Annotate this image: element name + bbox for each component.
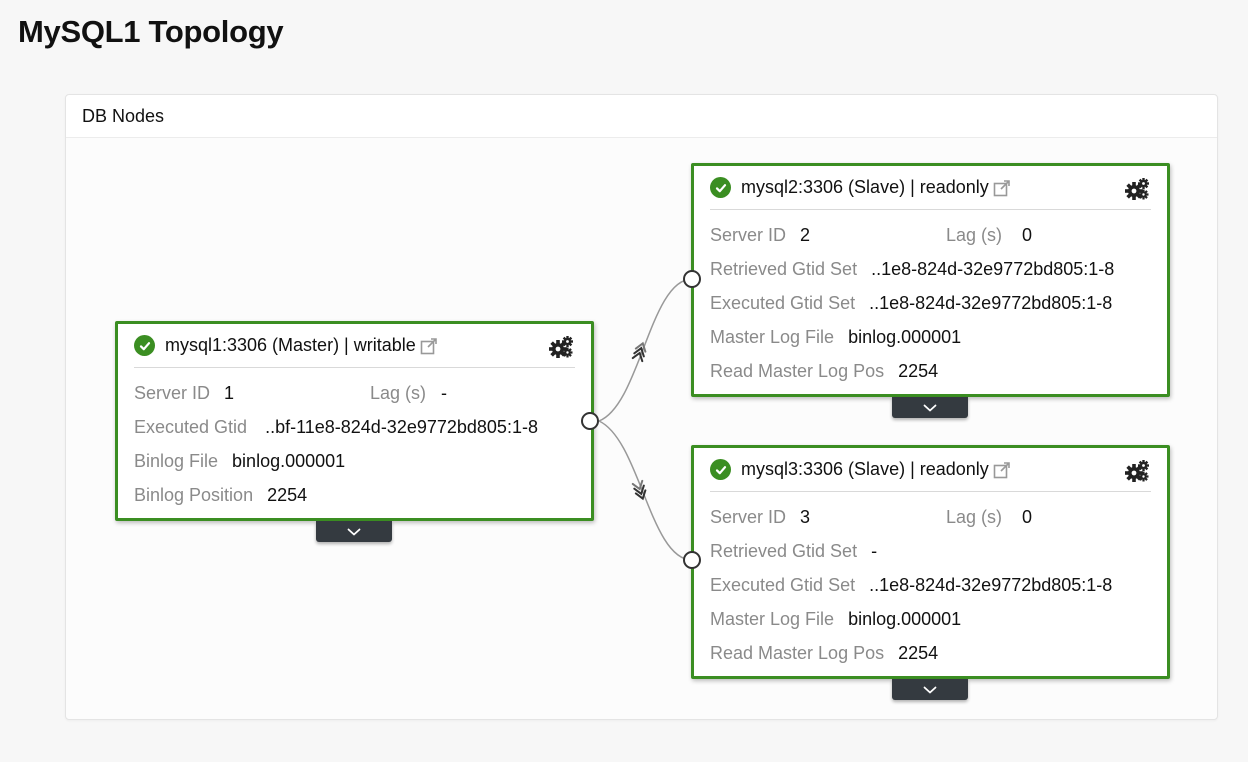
node-mysql2: mysql2:3306 (Slave) | readonly Server ID… xyxy=(691,163,1170,397)
input-port-mysql2[interactable] xyxy=(683,270,701,288)
check-circle-icon xyxy=(710,177,731,198)
gears-icon[interactable] xyxy=(1125,460,1149,482)
server-id-value: 1 xyxy=(224,382,235,403)
binlog-position-value: 2254 xyxy=(267,484,308,505)
panel-title: DB Nodes xyxy=(66,95,1217,138)
executed-gtid-value: ..1e8-824d-32e9772bd805:1-8 xyxy=(869,292,1113,313)
expand-button-mysql2[interactable] xyxy=(892,397,968,418)
lag-label: Lag (s) xyxy=(946,506,1003,527)
retrieved-gtid-row: Retrieved Gtid Set - xyxy=(710,534,1151,568)
output-port-mysql1[interactable] xyxy=(581,412,599,430)
lag-value: 0 xyxy=(1022,224,1033,245)
retrieved-gtid-value: ..1e8-824d-32e9772bd805:1-8 xyxy=(871,258,1115,279)
executed-gtid-label: Executed Gtid Set xyxy=(710,574,856,595)
binlog-file-label: Binlog File xyxy=(134,450,219,471)
chevron-down-icon xyxy=(923,686,937,694)
node-header: mysql3:3306 (Slave) | readonly xyxy=(710,448,1151,492)
retrieved-gtid-label: Retrieved Gtid Set xyxy=(710,540,858,561)
lag-value: - xyxy=(441,382,447,403)
server-id-row: Server ID 3 Lag (s) 0 xyxy=(710,500,1151,534)
binlog-file-value: binlog.000001 xyxy=(232,450,346,471)
read-master-log-pos-row: Read Master Log Pos 2254 xyxy=(710,354,1151,388)
retrieved-gtid-row: Retrieved Gtid Set ..1e8-824d-32e9772bd8… xyxy=(710,252,1151,286)
read-master-log-pos-row: Read Master Log Pos 2254 xyxy=(710,636,1151,670)
chevron-down-icon xyxy=(923,404,937,412)
server-id-row: Server ID 1 Lag (s) - xyxy=(134,376,575,410)
master-log-file-value: binlog.000001 xyxy=(848,608,962,629)
read-master-log-pos-label: Read Master Log Pos xyxy=(710,642,885,663)
executed-gtid-value: ..1e8-824d-32e9772bd805:1-8 xyxy=(869,574,1113,595)
node-header: mysql1:3306 (Master) | writable xyxy=(134,324,575,368)
binlog-position-row: Binlog Position 2254 xyxy=(134,478,575,512)
node-header: mysql2:3306 (Slave) | readonly xyxy=(710,166,1151,210)
node-title[interactable]: mysql1:3306 (Master) | writable xyxy=(165,335,416,355)
check-circle-icon xyxy=(710,459,731,480)
retrieved-gtid-value: - xyxy=(871,540,878,561)
read-master-log-pos-value: 2254 xyxy=(898,642,939,663)
server-id-label: Server ID xyxy=(710,224,787,245)
input-port-mysql3[interactable] xyxy=(683,551,701,569)
server-id-label: Server ID xyxy=(710,506,787,527)
executed-gtid-row: Executed Gtid Set ..1e8-824d-32e9772bd80… xyxy=(710,286,1151,320)
lag-label: Lag (s) xyxy=(370,382,427,403)
node-title[interactable]: mysql2:3306 (Slave) | readonly xyxy=(741,177,989,197)
gears-icon[interactable] xyxy=(549,336,573,358)
read-master-log-pos-label: Read Master Log Pos xyxy=(710,360,885,381)
read-master-log-pos-value: 2254 xyxy=(898,360,939,381)
external-link-icon[interactable] xyxy=(420,337,438,355)
external-link-icon[interactable] xyxy=(993,461,1011,479)
node-details: Server ID 3 Lag (s) 0 Retrieved Gtid Set… xyxy=(694,492,1167,680)
lag-label: Lag (s) xyxy=(946,224,1003,245)
gears-icon[interactable] xyxy=(1125,178,1149,200)
chevron-down-icon xyxy=(347,528,361,536)
node-mysql1: mysql1:3306 (Master) | writable Server I… xyxy=(115,321,594,521)
executed-gtid-value: ..bf-11e8-824d-32e9772bd805:1-8 xyxy=(265,416,538,437)
executed-gtid-label: Executed Gtid Set xyxy=(710,292,856,313)
master-log-file-label: Master Log File xyxy=(710,608,835,629)
expand-button-mysql3[interactable] xyxy=(892,679,968,700)
check-circle-icon xyxy=(134,335,155,356)
node-mysql3: mysql3:3306 (Slave) | readonly Server ID… xyxy=(691,445,1170,679)
master-log-file-row: Master Log File binlog.000001 xyxy=(710,602,1151,636)
node-title[interactable]: mysql3:3306 (Slave) | readonly xyxy=(741,459,989,479)
binlog-file-row: Binlog File binlog.000001 xyxy=(134,444,575,478)
executed-gtid-label: Executed Gtid xyxy=(134,416,248,437)
retrieved-gtid-label: Retrieved Gtid Set xyxy=(710,258,858,279)
master-log-file-label: Master Log File xyxy=(710,326,835,347)
server-id-label: Server ID xyxy=(134,382,211,403)
server-id-value: 2 xyxy=(800,224,811,245)
binlog-position-label: Binlog Position xyxy=(134,484,254,505)
master-log-file-value: binlog.000001 xyxy=(848,326,962,347)
lag-value: 0 xyxy=(1022,506,1033,527)
executed-gtid-row: Executed Gtid ..bf-11e8-824d-32e9772bd80… xyxy=(134,410,575,444)
page-title: MySQL1 Topology xyxy=(18,14,284,49)
node-details: Server ID 1 Lag (s) - Executed Gtid ..bf… xyxy=(118,368,591,522)
node-details: Server ID 2 Lag (s) 0 Retrieved Gtid Set… xyxy=(694,210,1167,398)
expand-button-mysql1[interactable] xyxy=(316,521,392,542)
server-id-value: 3 xyxy=(800,506,811,527)
master-log-file-row: Master Log File binlog.000001 xyxy=(710,320,1151,354)
external-link-icon[interactable] xyxy=(993,179,1011,197)
server-id-row: Server ID 2 Lag (s) 0 xyxy=(710,218,1151,252)
executed-gtid-row: Executed Gtid Set ..1e8-824d-32e9772bd80… xyxy=(710,568,1151,602)
